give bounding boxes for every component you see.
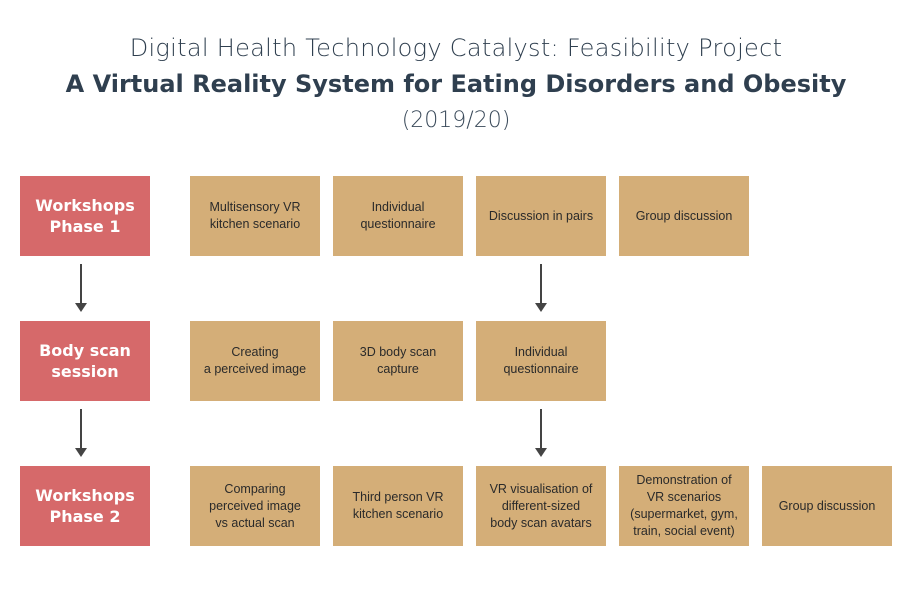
activity-box: Group discussion bbox=[762, 466, 892, 546]
activity-box: Third person VR kitchen scenario bbox=[333, 466, 463, 546]
activity-box: Demonstration of VR scenarios (supermark… bbox=[619, 466, 749, 546]
year: (2019/20) bbox=[401, 108, 511, 133]
phase-body-scan: Body scan session bbox=[20, 321, 150, 401]
phase-workshops-2: Workshops Phase 2 bbox=[20, 466, 150, 546]
activity-box: Group discussion bbox=[619, 176, 749, 256]
arrow-down-icon bbox=[535, 409, 547, 457]
activity-box: Individual questionnaire bbox=[476, 321, 606, 401]
activity-box: 3D body scan capture bbox=[333, 321, 463, 401]
arrow-down-icon bbox=[75, 409, 87, 457]
arrow-down-icon bbox=[75, 264, 87, 312]
activity-box: Individual questionnaire bbox=[333, 176, 463, 256]
subtitle: Digital Health Technology Catalyst: Feas… bbox=[129, 34, 783, 62]
arrow-down-icon bbox=[535, 264, 547, 312]
phase-workshops-1: Workshops Phase 1 bbox=[20, 176, 150, 256]
activity-box: Discussion in pairs bbox=[476, 176, 606, 256]
activity-box: Multisensory VR kitchen scenario bbox=[190, 176, 320, 256]
activity-box: Creating a perceived image bbox=[190, 321, 320, 401]
page-title: A Virtual Reality System for Eating Diso… bbox=[65, 70, 847, 98]
activity-box: VR visualisation of different-sized body… bbox=[476, 466, 606, 546]
activity-box: Comparing perceived image vs actual scan bbox=[190, 466, 320, 546]
